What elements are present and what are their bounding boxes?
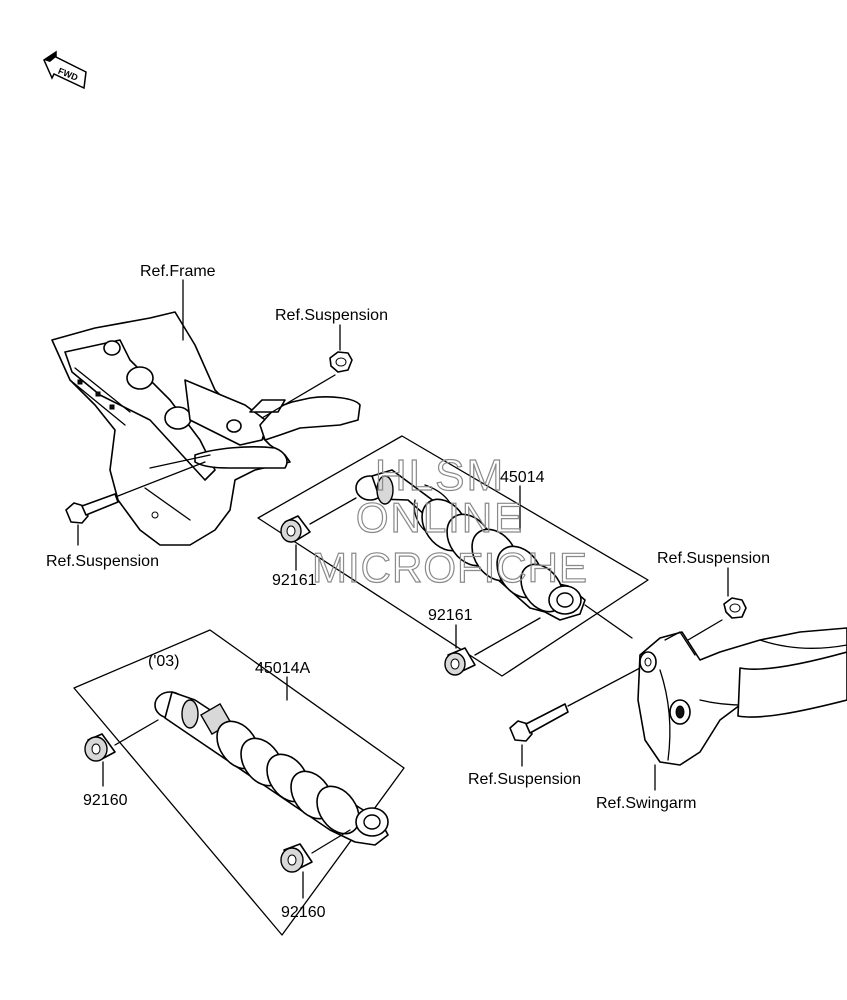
shock-45014-outline [257,435,649,677]
label-part-45014: 45014 [500,469,545,486]
shock-45014a-outline [73,629,405,936]
bushing-92161-upper [280,497,357,571]
watermark-line-1: HLSM [375,451,505,500]
label-ref-suspension-bottom: Ref.Suspension [468,771,581,788]
label-part-92161-a: 92161 [272,572,317,589]
watermark-line-3: MICROFICHE [312,544,588,591]
label-ref-suspension-left: Ref.Suspension [46,553,159,570]
bushing-92161-lower [444,617,541,676]
label-variant-03: ('03) [148,653,180,670]
lower-mount-bolt [509,667,641,767]
top-nut [261,351,353,419]
frame-section [51,311,361,546]
watermark: HLSM ONLINE MICROFICHE [311,450,588,591]
watermark-line-2: ONLINE [356,494,524,541]
shock-45014 [355,469,633,639]
left-mount-bolt [65,461,206,546]
bushing-92160-upper [84,719,159,787]
label-part-92160-a: 92160 [83,792,128,809]
right-nut [687,567,747,641]
label-part-92160-b: 92160 [281,904,326,921]
fwd-arrow-icon: FWD [43,50,87,90]
swingarm-section [637,627,847,791]
shock-45014a [154,691,389,846]
label-ref-suspension-top: Ref.Suspension [275,307,388,324]
label-part-92161-b: 92161 [428,607,473,624]
label-ref-frame: Ref.Frame [140,263,216,280]
label-ref-suspension-right: Ref.Suspension [657,550,770,567]
label-ref-swingarm: Ref.Swingarm [596,795,696,812]
label-part-45014a: 45014A [255,660,310,677]
bushing-92160-lower [280,829,351,899]
